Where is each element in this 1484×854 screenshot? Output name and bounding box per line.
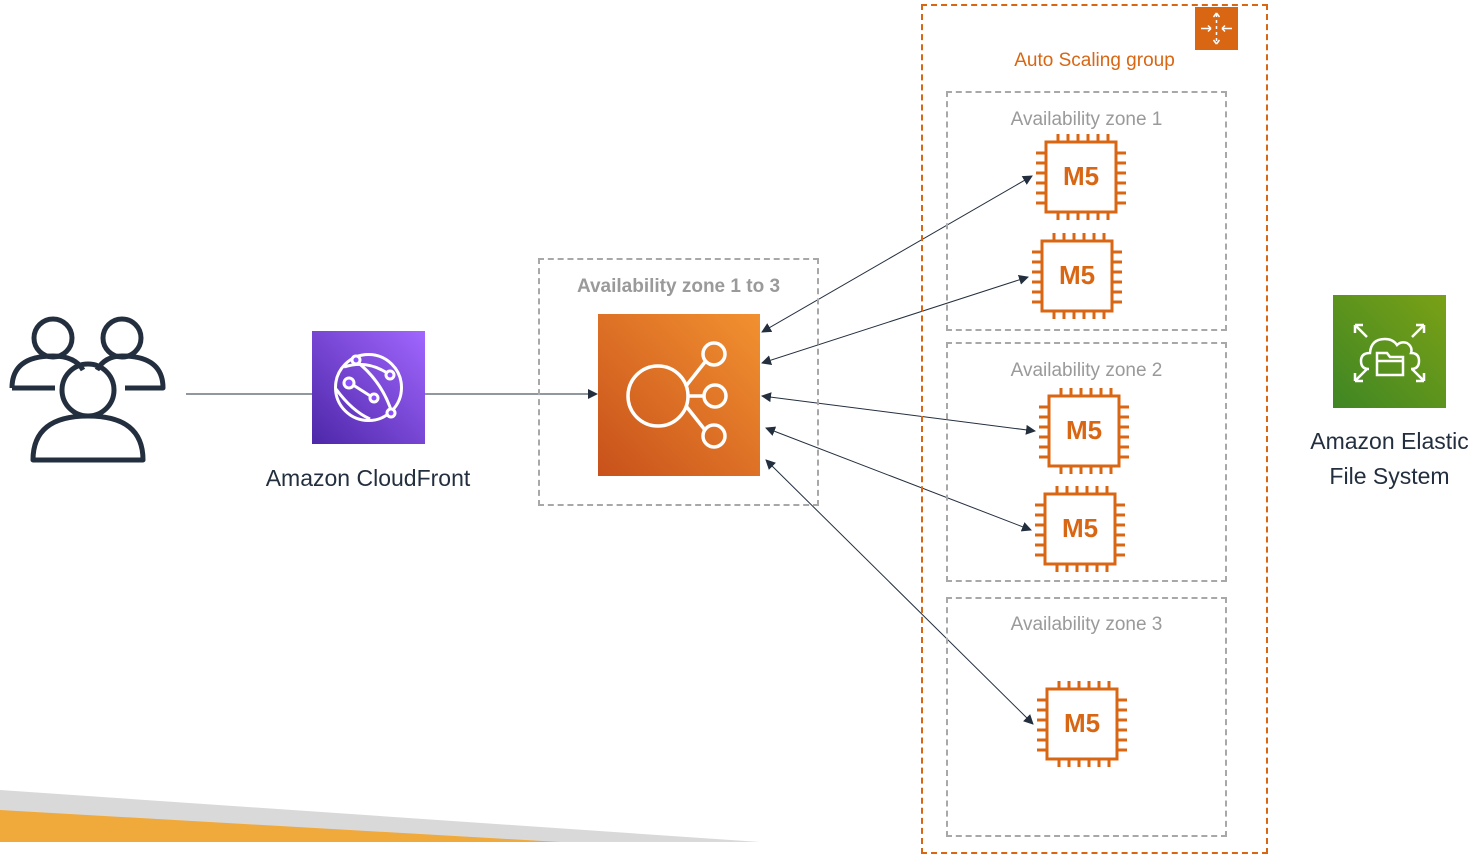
lb-availability-zone-label: Availability zone 1 to 3 xyxy=(576,276,781,297)
availability-zone-1-box xyxy=(946,91,1227,331)
cloudfront-label: Amazon CloudFront xyxy=(265,465,471,491)
instance-type-label: M5 xyxy=(1059,260,1095,290)
elb-to-instance-2-arrow xyxy=(761,275,1029,365)
ec2-m5-instance-3: M5 xyxy=(1039,388,1129,474)
efs-icon xyxy=(1333,295,1446,408)
elb-to-instance-3-arrow xyxy=(761,392,1036,435)
footer-decoration xyxy=(0,790,760,842)
instance-type-label: M5 xyxy=(1066,415,1102,445)
ec2-m5-instance-2: M5 xyxy=(1032,233,1122,319)
load-balancer-icon xyxy=(598,314,760,476)
instance-type-label: M5 xyxy=(1064,708,1100,738)
auto-scaling-icon xyxy=(1195,7,1238,50)
cloudfront-icon xyxy=(312,331,425,444)
auto-scaling-group-label: Auto Scaling group xyxy=(1014,50,1175,71)
users-icon xyxy=(9,316,166,463)
availability-zone-3-box xyxy=(946,597,1227,837)
efs-label-line2: File System xyxy=(1329,463,1450,489)
ec2-m5-instance-4: M5 xyxy=(1035,486,1125,572)
ec2-m5-instance-5: M5 xyxy=(1037,681,1127,767)
availability-zone-2-box xyxy=(946,342,1227,582)
instance-type-label: M5 xyxy=(1062,513,1098,543)
instance-type-label: M5 xyxy=(1063,161,1099,191)
availability-zone-2-label: Availability zone 2 xyxy=(1010,360,1163,381)
efs-label-line1: Amazon Elastic xyxy=(1310,428,1469,454)
availability-zone-1-label: Availability zone 1 xyxy=(1010,109,1163,130)
availability-zone-3-label: Availability zone 3 xyxy=(1010,614,1163,635)
ec2-m5-instance-1: M5 xyxy=(1036,134,1126,220)
lb-availability-zone-box xyxy=(538,258,819,506)
